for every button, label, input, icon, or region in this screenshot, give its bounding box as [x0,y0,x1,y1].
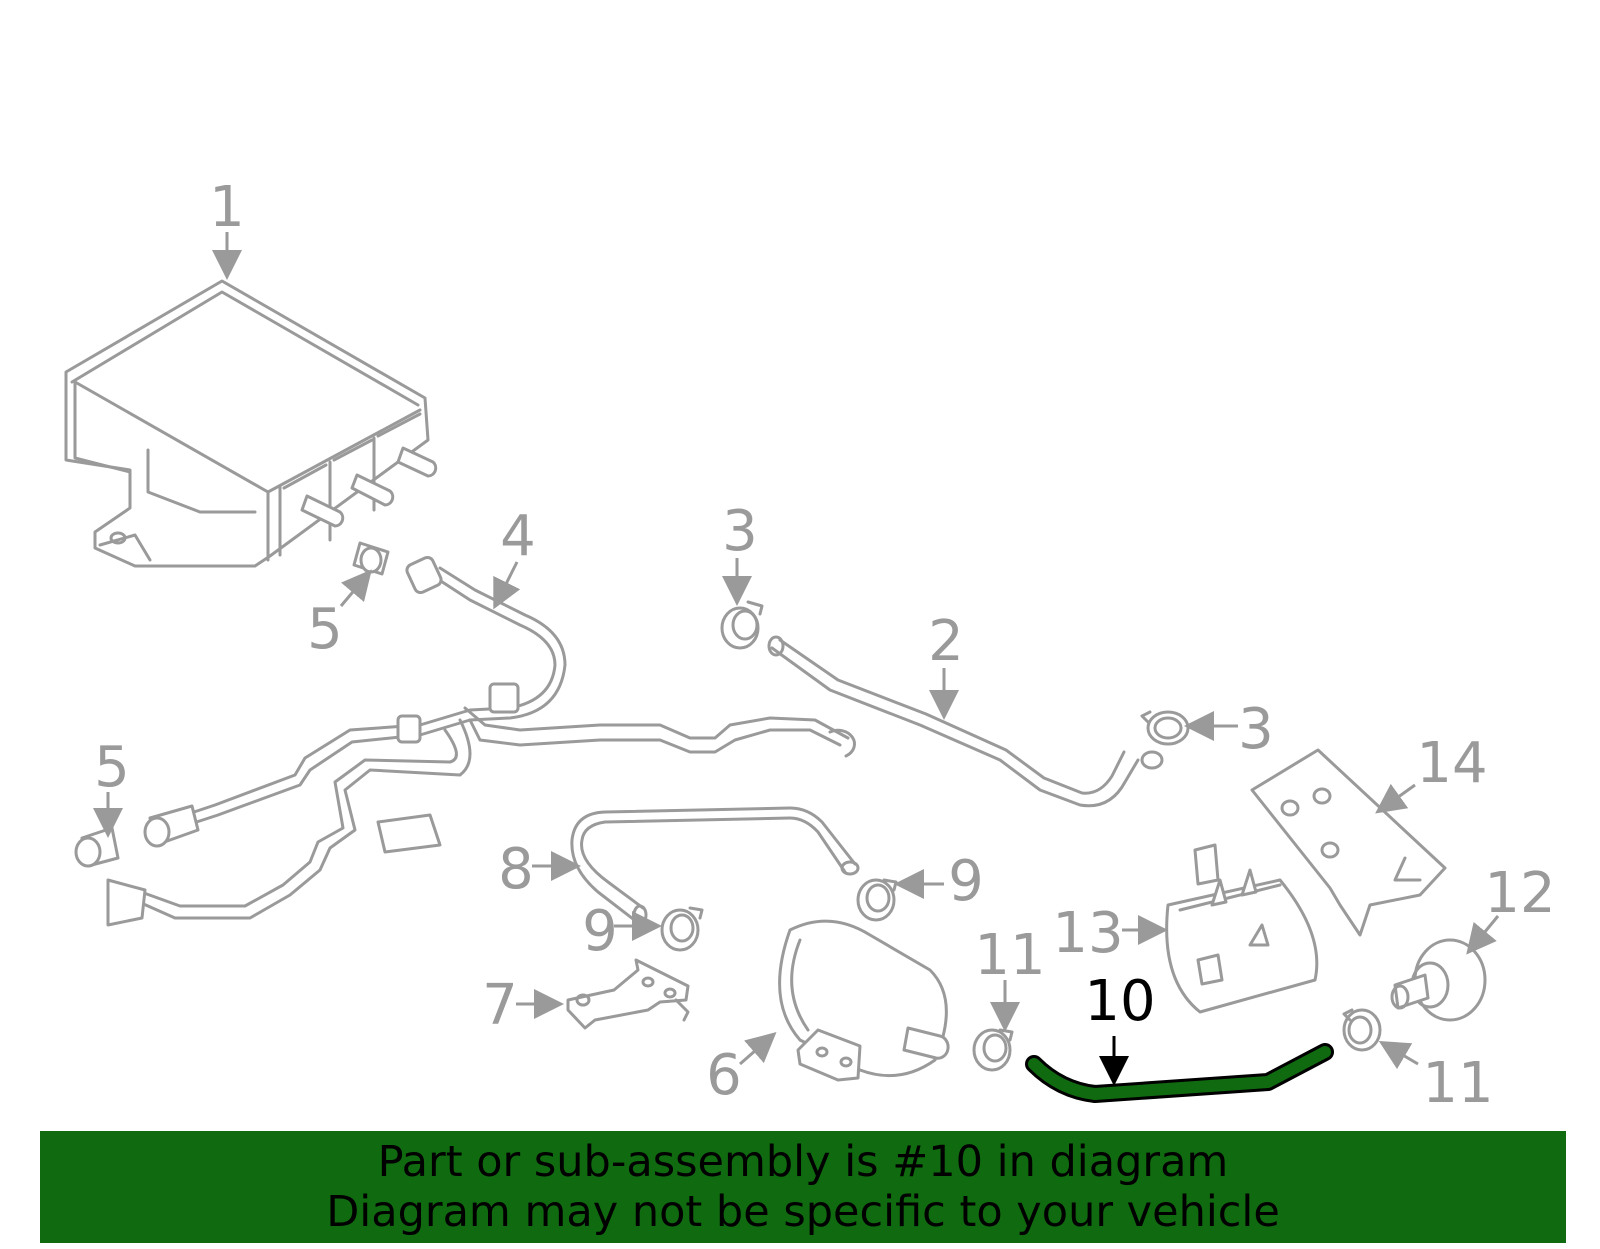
callout-4: 4 [500,504,536,569]
part-12-filter[interactable] [1390,938,1487,1022]
callout-12: 12 [1484,861,1555,926]
callout-13: 13 [1052,901,1123,966]
part-7-bracket[interactable] [566,958,690,1030]
part-4-hose-assembly[interactable] [106,555,856,927]
callout-9-left: 9 [582,899,618,964]
part-1-canister[interactable] [64,279,438,568]
banner-line-1: Part or sub-assembly is #10 in diagram [377,1137,1229,1187]
callout-2: 2 [928,609,964,674]
callout-11-left: 11 [974,923,1045,988]
part-11-clamp-right[interactable] [1342,1008,1382,1052]
part-5-fitting-upper[interactable] [352,541,390,576]
part-9-clamp-right[interactable] [856,878,898,922]
callout-arrows [93,232,1500,1086]
callout-3-right: 3 [1238,697,1274,762]
part-13-valve[interactable] [1165,843,1319,1014]
banner-line-2: Diagram may not be specific to your vehi… [326,1187,1280,1237]
callout-6: 6 [706,1043,742,1108]
callout-5-lower: 5 [94,735,130,800]
callout-5-upper: 5 [307,597,343,662]
info-banner: Part or sub-assembly is #10 in diagram D… [40,1131,1566,1243]
part-5-fitting-lower[interactable] [74,826,120,868]
callout-14: 14 [1416,731,1487,796]
callout-7: 7 [482,973,518,1038]
callout-1: 1 [209,175,245,240]
part-14-bracket[interactable] [1250,748,1447,937]
part-9-clamp-left[interactable] [660,906,704,952]
callout-3-left: 3 [722,499,758,564]
callout-labels: 1 5 4 3 2 3 14 5 8 9 9 13 12 7 11 6 11 1… [94,175,1555,1116]
part-11-clamp-left[interactable] [972,1028,1014,1072]
part-6-canister[interactable] [778,919,950,1082]
part-3-clamp-right[interactable] [1140,710,1190,746]
callout-11-right: 11 [1422,1051,1493,1116]
part-3-clamp-left[interactable] [720,600,764,650]
callout-9-right: 9 [948,849,984,914]
part-2-hose[interactable] [767,635,1164,808]
part-10-hose-highlighted[interactable] [1025,1043,1334,1103]
callout-8: 8 [498,837,534,902]
callout-10-highlighted: 10 [1084,969,1155,1034]
